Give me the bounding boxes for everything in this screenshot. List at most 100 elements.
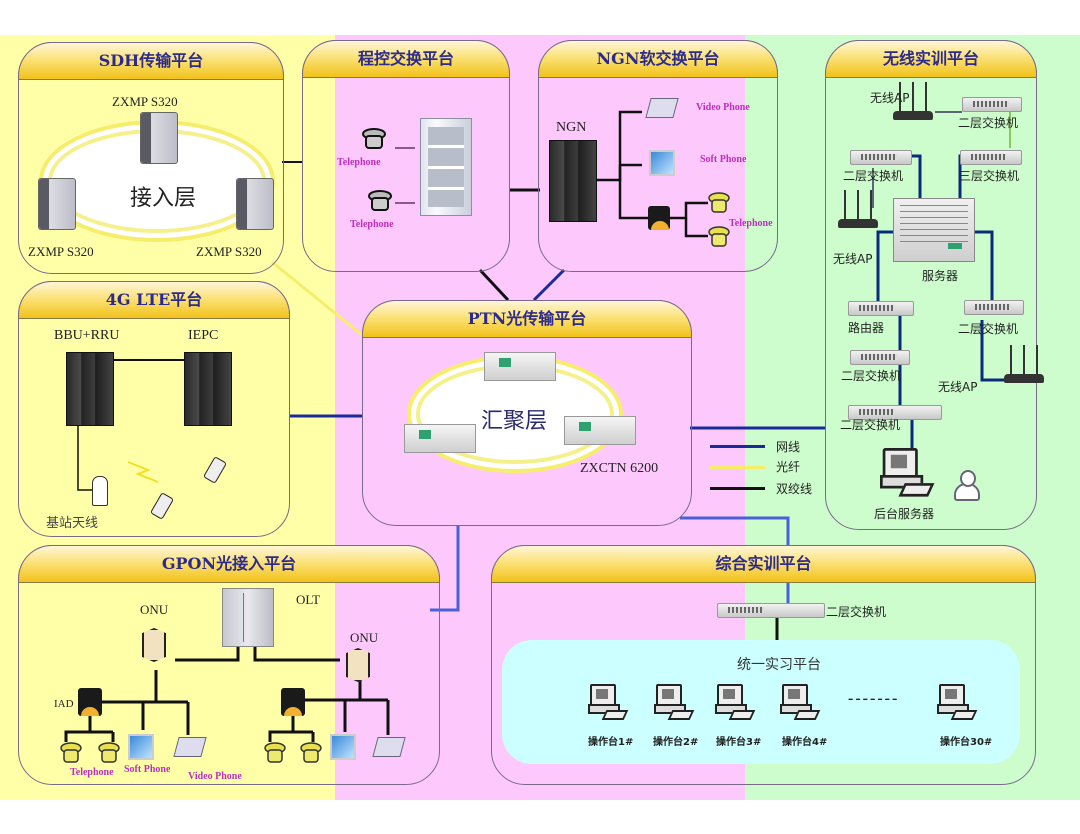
video-phone-icon[interactable] bbox=[173, 737, 207, 757]
integrated-switch-icon[interactable] bbox=[717, 603, 825, 618]
switch-l2-mid-label: 二层交换机 bbox=[841, 369, 902, 383]
sdh-node-label-left: ZXMP S320 bbox=[28, 244, 94, 259]
sdh-node-top-icon[interactable] bbox=[140, 112, 178, 164]
gpon-soft-phone-label: Soft Phone bbox=[124, 764, 171, 775]
workstation-1-label: 操作台1# bbox=[588, 737, 634, 748]
wireless-ap-left-label: 无线AP bbox=[833, 252, 873, 266]
ngn-iad-icon[interactable] bbox=[648, 206, 670, 230]
gpon-telephone-label: Telephone bbox=[70, 767, 114, 778]
legend-label-network-cable: 网线 bbox=[776, 440, 801, 454]
backend-server-label: 后台服务器 bbox=[874, 507, 935, 521]
sdh-node-label-top: ZXMP S320 bbox=[112, 94, 178, 109]
workstation-3-icon[interactable] bbox=[715, 684, 756, 720]
pbx-switch-cabinet-icon[interactable] bbox=[420, 118, 472, 216]
onu-left-label: ONU bbox=[140, 602, 169, 617]
telephone-icon[interactable] bbox=[708, 226, 730, 247]
panel-lte: 4G LTE平台 bbox=[18, 281, 290, 537]
switch-l2-top-icon[interactable] bbox=[962, 97, 1022, 112]
workstation-30-label: 操作台30# bbox=[940, 737, 993, 748]
workstation-4-label: 操作台4# bbox=[782, 737, 828, 748]
sdh-node-right-icon[interactable] bbox=[236, 178, 274, 230]
backend-server-icon[interactable] bbox=[880, 448, 935, 497]
panel-gpon-title: GPON光接入平台 bbox=[18, 545, 440, 583]
wireless-ap-top-label: 无线AP bbox=[870, 91, 910, 105]
switch-l3-icon[interactable] bbox=[960, 150, 1022, 165]
panel-wireless: 无线实训平台 bbox=[825, 40, 1037, 530]
server-icon[interactable] bbox=[893, 198, 975, 262]
ptn-node-left-icon[interactable] bbox=[404, 424, 476, 453]
switch-l2-left-icon[interactable] bbox=[850, 150, 912, 165]
router-icon[interactable] bbox=[848, 301, 914, 316]
gpon-video-phone-label: Video Phone bbox=[188, 771, 242, 782]
panel-sdh-title: SDH传输平台 bbox=[18, 42, 284, 80]
olt-icon[interactable] bbox=[222, 588, 274, 647]
switch-l2-right-icon[interactable] bbox=[964, 300, 1024, 315]
panel-ngn-title: NGN软交换平台 bbox=[538, 40, 778, 78]
panel-ngn: NGN软交换平台 bbox=[538, 40, 778, 272]
iad-right-icon[interactable] bbox=[281, 688, 305, 716]
telephone-icon[interactable] bbox=[98, 742, 120, 763]
switch-l2-left-label: 二层交换机 bbox=[843, 169, 904, 183]
unified-platform bbox=[502, 640, 1020, 764]
iad-left-icon[interactable] bbox=[78, 688, 102, 716]
ngn-video-phone-label: Video Phone bbox=[696, 102, 750, 113]
pbx-phone-label-2: Telephone bbox=[350, 219, 394, 230]
soft-phone-icon[interactable] bbox=[649, 150, 675, 176]
soft-phone-icon[interactable] bbox=[128, 734, 154, 760]
lte-bbu-icon[interactable] bbox=[66, 352, 114, 426]
telephone-icon[interactable] bbox=[362, 128, 386, 149]
wireless-ap-top-icon[interactable] bbox=[893, 82, 933, 120]
legend-swatch-fiber bbox=[710, 466, 765, 469]
onu-right-icon[interactable] bbox=[346, 648, 370, 682]
lte-epc-icon[interactable] bbox=[184, 352, 232, 426]
panel-pbx: 程控交换平台 bbox=[302, 40, 510, 272]
workstation-4-icon[interactable] bbox=[780, 684, 821, 720]
ngn-telephone-label: Telephone bbox=[729, 218, 773, 229]
switch-l2-bottom-label: 二层交换机 bbox=[840, 418, 901, 432]
onu-left-icon[interactable] bbox=[142, 628, 166, 662]
switch-l2-mid-icon[interactable] bbox=[850, 350, 910, 365]
workstation-2-label: 操作台2# bbox=[653, 737, 699, 748]
video-phone-icon[interactable] bbox=[645, 98, 679, 118]
legend-label-fiber: 光纤 bbox=[776, 460, 801, 474]
telephone-icon[interactable] bbox=[708, 192, 730, 213]
ngn-soft-phone-label: Soft Phone bbox=[700, 154, 747, 165]
workstation-30-icon[interactable] bbox=[937, 684, 978, 720]
lte-epc-label: IEPC bbox=[188, 328, 219, 343]
panel-integrated-title: 综合实训平台 bbox=[491, 545, 1036, 583]
server-label: 服务器 bbox=[922, 269, 959, 283]
telephone-icon[interactable] bbox=[300, 742, 322, 763]
workstation-2-icon[interactable] bbox=[654, 684, 695, 720]
ptn-node-right-icon[interactable] bbox=[564, 416, 636, 445]
ptn-node-top-icon[interactable] bbox=[484, 352, 556, 381]
switch-l2-right-label: 二层交换机 bbox=[958, 322, 1019, 336]
pbx-phone-label-1: Telephone bbox=[337, 157, 381, 168]
workstation-1-icon[interactable] bbox=[588, 684, 629, 720]
panel-lte-title: 4G LTE平台 bbox=[18, 281, 290, 319]
wireless-ap-right-icon[interactable] bbox=[1004, 345, 1044, 383]
workstation-ellipsis: ------- bbox=[848, 690, 900, 707]
wireless-ap-left-icon[interactable] bbox=[838, 190, 878, 228]
panel-gpon: GPON光接入平台 bbox=[18, 545, 440, 785]
wireless-ap-right-label: 无线AP bbox=[938, 380, 978, 394]
telephone-icon[interactable] bbox=[264, 742, 286, 763]
panel-ptn-title: PTN光传输平台 bbox=[362, 300, 692, 338]
panel-ptn: PTN光传输平台 bbox=[362, 300, 692, 526]
telephone-icon[interactable] bbox=[60, 742, 82, 763]
ptn-model-label: ZXCTN 6200 bbox=[580, 461, 659, 476]
legend-label-twisted-pair: 双绞线 bbox=[776, 482, 813, 496]
video-phone-icon[interactable] bbox=[372, 737, 406, 757]
base-station-antenna-icon[interactable] bbox=[92, 476, 108, 506]
unified-platform-label: 统一实习平台 bbox=[737, 657, 821, 673]
olt-label: OLT bbox=[296, 592, 321, 607]
soft-phone-icon[interactable] bbox=[330, 734, 356, 760]
switch-l3-label: 三层交换机 bbox=[959, 169, 1020, 183]
panel-pbx-title: 程控交换平台 bbox=[302, 40, 510, 78]
sdh-node-left-icon[interactable] bbox=[38, 178, 76, 230]
sdh-ring-label: 接入层 bbox=[130, 186, 197, 211]
ngn-server-icon[interactable] bbox=[549, 140, 597, 222]
switch-l2-bottom-icon[interactable] bbox=[848, 405, 942, 420]
telephone-icon[interactable] bbox=[368, 190, 392, 211]
panel-wireless-title: 无线实训平台 bbox=[825, 40, 1037, 78]
ptn-ring-label: 汇聚层 bbox=[481, 409, 548, 434]
